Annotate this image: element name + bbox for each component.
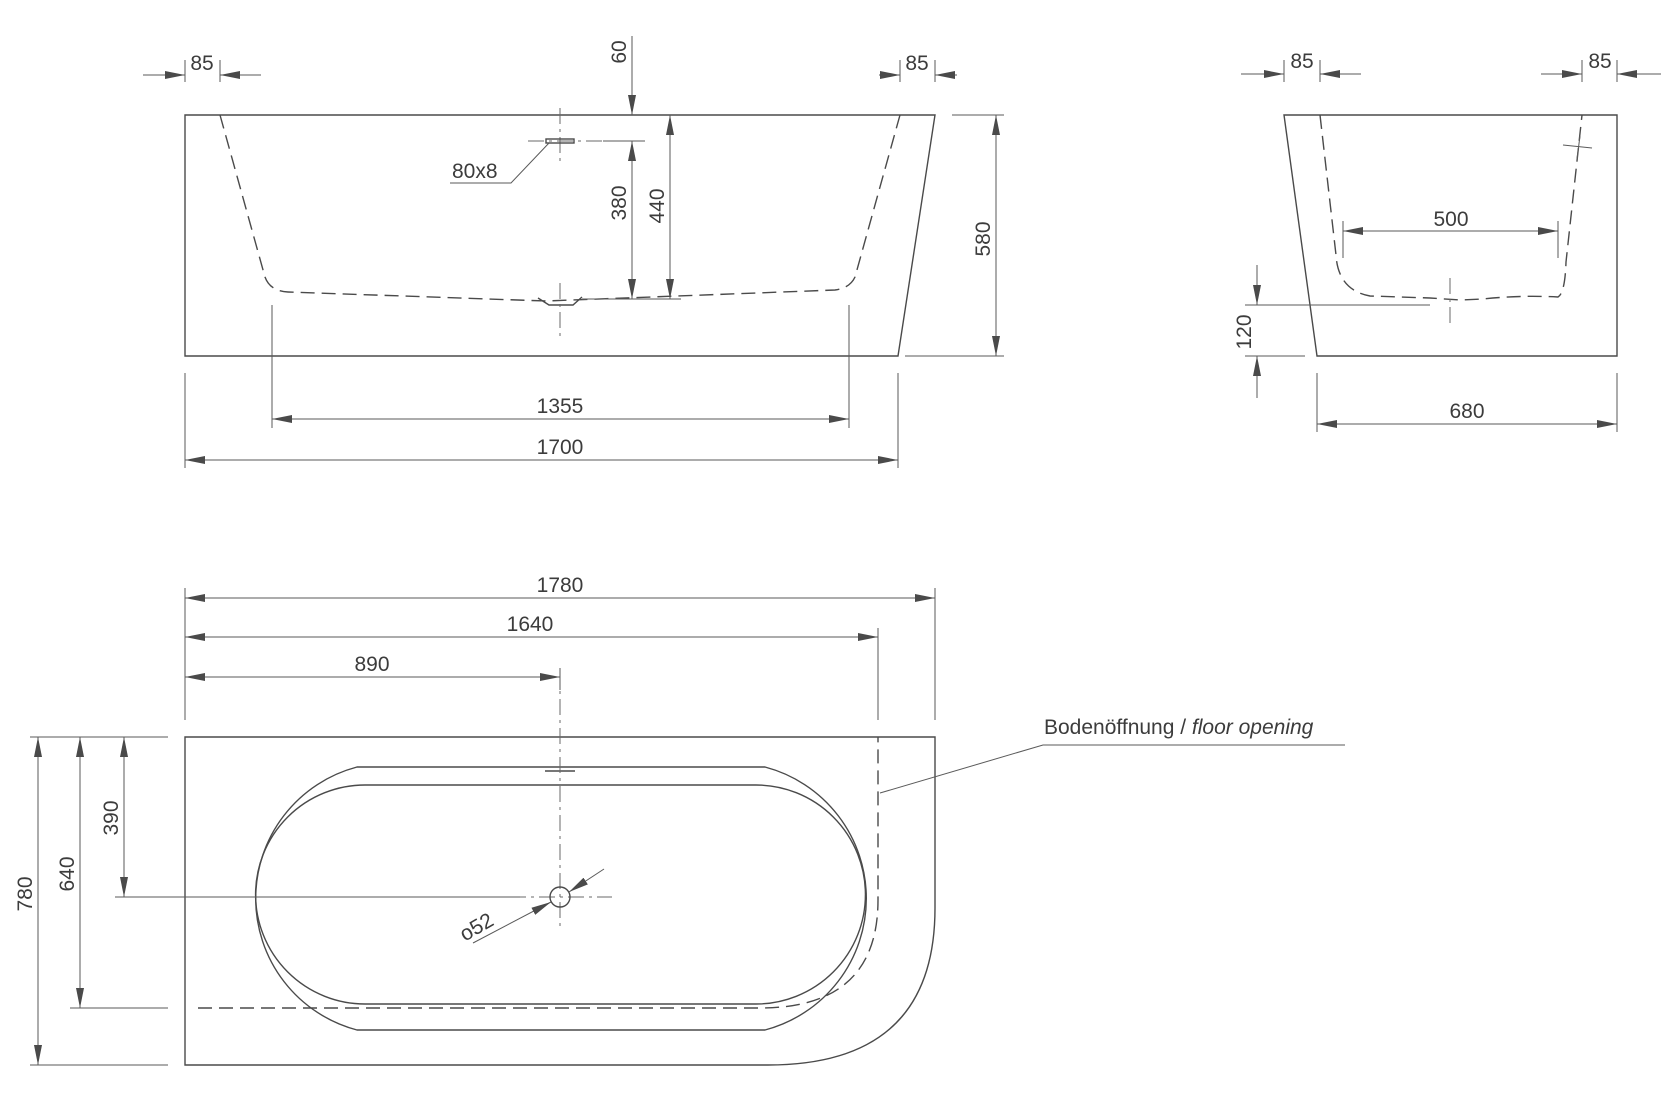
label-side-drain-height: 120 bbox=[1233, 314, 1256, 349]
side-outline bbox=[1283, 114, 1618, 357]
label-base-length: 1700 bbox=[537, 436, 584, 459]
label-drain-diameter: o52 bbox=[456, 909, 498, 946]
label-plan-total-length: 1780 bbox=[537, 574, 584, 597]
front-outline bbox=[184, 114, 936, 357]
label-bottom-length: 1355 bbox=[537, 395, 584, 418]
label-plan-drain-y: 390 bbox=[100, 800, 123, 835]
label-plan-drain-x: 890 bbox=[354, 653, 389, 676]
label-side-bottom-width: 500 bbox=[1433, 208, 1468, 231]
front-view: 80x8 85 85 60 380 440 580 1355 bbox=[143, 36, 1004, 468]
label-side-base-width: 680 bbox=[1449, 400, 1484, 423]
label-front-drop: 60 bbox=[608, 40, 631, 63]
side-overflow-cross-b bbox=[1576, 135, 1581, 160]
overflow-slot bbox=[545, 138, 575, 144]
plan-basin bbox=[254, 784, 867, 1005]
plan-drain-hole bbox=[549, 886, 571, 908]
label-front-rim-right: 85 bbox=[905, 52, 928, 75]
floor-opening-leader bbox=[879, 744, 1345, 794]
dim-drain-diameter-a bbox=[472, 901, 552, 944]
label-side-rim-right: 85 bbox=[1588, 50, 1611, 73]
label-total-height: 580 bbox=[972, 221, 995, 256]
label-front-rim-left: 85 bbox=[190, 52, 213, 75]
dim-drain-diameter-b bbox=[568, 868, 605, 893]
label-side-rim-left: 85 bbox=[1290, 50, 1313, 73]
label-overflow-slot: 80x8 bbox=[452, 160, 498, 183]
plan-rim bbox=[255, 766, 867, 1031]
side-inner-contour bbox=[1319, 114, 1583, 301]
label-plan-opening-width: 640 bbox=[56, 856, 79, 891]
label-overflow-height: 380 bbox=[608, 185, 631, 220]
plan-outline bbox=[184, 736, 936, 1066]
side-view: 85 85 500 120 680 bbox=[1233, 50, 1661, 432]
plan-floor-opening bbox=[198, 737, 879, 1009]
overflow-leader bbox=[450, 142, 550, 184]
front-inner-contour bbox=[219, 114, 901, 302]
label-plan-total-width: 780 bbox=[14, 876, 37, 911]
plan-view: o52 Bodenöffnung / floor opening 1780 16… bbox=[14, 574, 1345, 1066]
label-plan-opening-length: 1640 bbox=[507, 613, 554, 636]
label-inner-depth: 440 bbox=[646, 188, 669, 223]
label-floor-opening: Bodenöffnung / floor opening bbox=[1044, 716, 1314, 739]
drain-fitting bbox=[537, 296, 583, 306]
side-overflow-cross-a bbox=[1562, 144, 1593, 149]
